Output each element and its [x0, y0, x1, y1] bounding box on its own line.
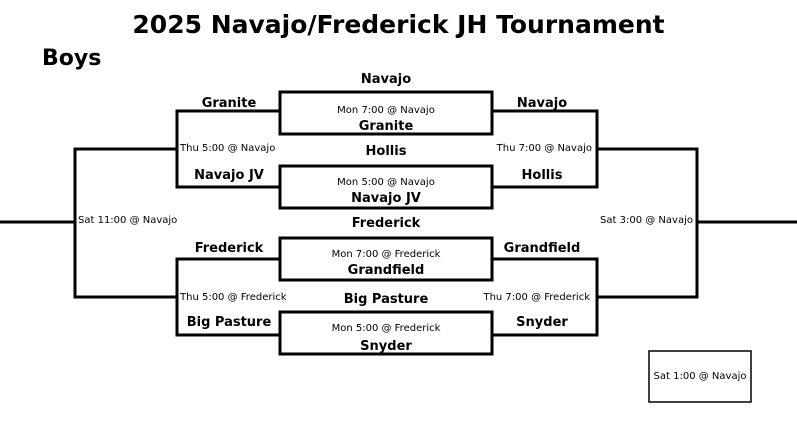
box4-game-time: Mon 5:00 @ Frederick	[331, 323, 441, 334]
left-bottom-team-1: Frederick	[194, 241, 264, 256]
left-top-game-time: Thu 5:00 @ Navajo	[180, 143, 276, 154]
game-box-4	[278, 310, 494, 356]
right-bottom-bracket	[490, 257, 599, 337]
right-bottom-team-2: Snyder	[516, 315, 568, 330]
box1-game-time: Mon 7:00 @ Navajo	[337, 105, 435, 116]
left-top-bracket	[175, 109, 282, 189]
left-outer-bracket	[73, 147, 177, 299]
right-top-bracket	[490, 109, 599, 189]
box2-home-team: Hollis	[365, 144, 407, 159]
left-top-team-1: Granite	[201, 96, 257, 111]
right-final-game-time: Sat 3:00 @ Navajo	[600, 215, 693, 226]
left-bottom-bracket	[175, 257, 282, 337]
left-final-game-time: Sat 11:00 @ Navajo	[78, 215, 178, 226]
championship-box	[648, 350, 752, 403]
championship-game-time: Sat 1:00 @ Navajo	[653, 371, 747, 382]
box1-home-team: Navajo	[360, 72, 412, 87]
box2-away-team: Navajo JV	[351, 191, 421, 206]
right-top-game-time: Thu 7:00 @ Navajo	[496, 143, 592, 154]
right-bottom-team-1: Grandfield	[503, 241, 581, 256]
box3-away-team: Grandfield	[347, 263, 425, 278]
right-top-team-2: Hollis	[521, 168, 563, 183]
left-bottom-game-time: Thu 5:00 @ Frederick	[180, 292, 287, 303]
division-label: Boys	[42, 46, 102, 71]
box3-home-team: Frederick	[351, 216, 421, 231]
page-title: 2025 Navajo/Frederick JH Tournament	[132, 10, 665, 39]
box4-home-team: Big Pasture	[343, 292, 429, 307]
box2-game-time: Mon 5:00 @ Navajo	[337, 177, 435, 188]
game-box-3	[278, 236, 494, 282]
left-top-team-2: Navajo JV	[194, 168, 264, 183]
box4-away-team: Snyder	[360, 339, 412, 354]
game-box-2	[278, 164, 494, 210]
box3-game-time: Mon 7:00 @ Frederick	[331, 249, 441, 260]
left-bottom-team-2: Big Pasture	[186, 315, 272, 330]
right-top-team-1: Navajo	[516, 96, 568, 111]
right-bottom-game-time: Thu 7:00 @ Frederick	[483, 292, 590, 303]
game-box-1	[278, 90, 494, 136]
right-outer-bracket	[595, 147, 699, 299]
box1-away-team: Granite	[358, 119, 414, 134]
